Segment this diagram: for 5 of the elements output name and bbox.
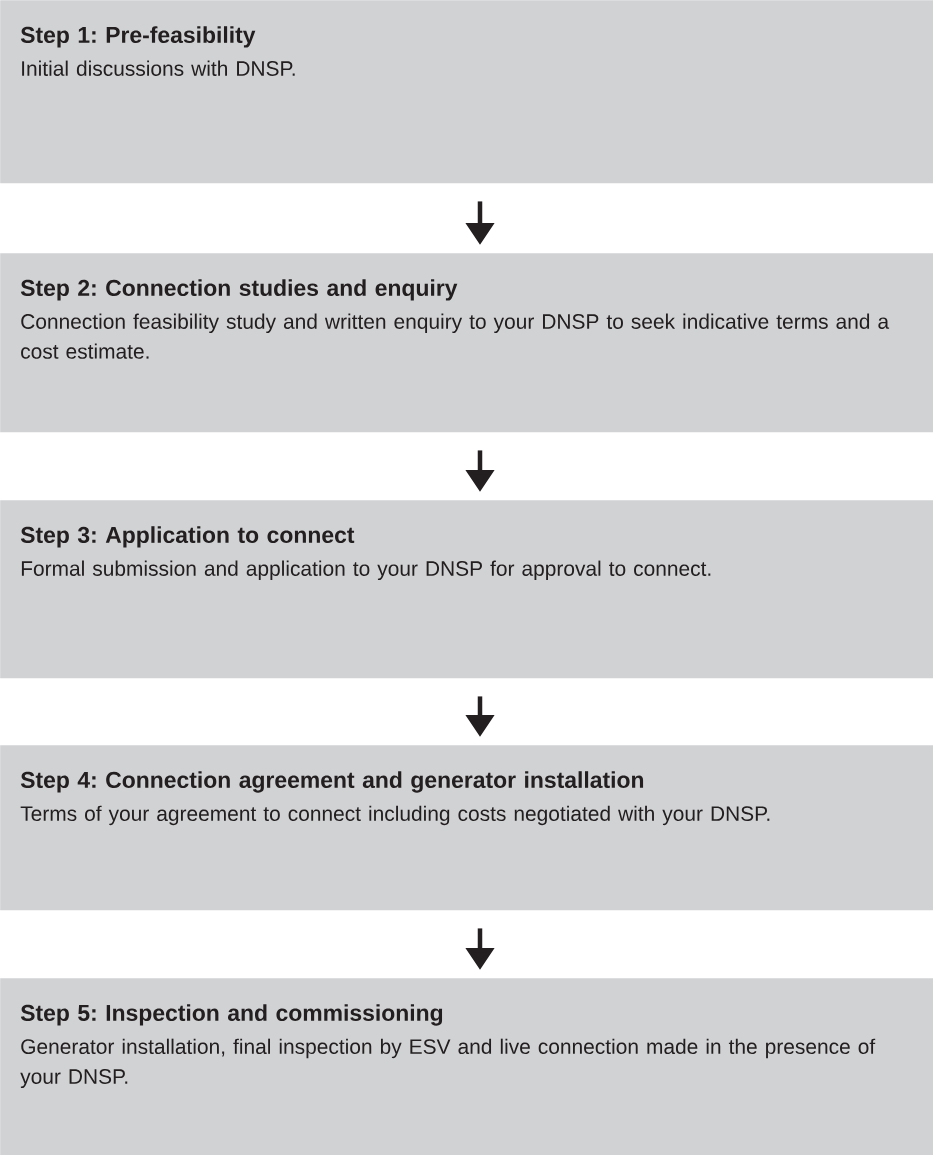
step-box: Step 3: Application to connect Formal submission and application to your DNSP for approval to connect. <box>0 500 933 679</box>
step-box: Step 4: Connection agreement and generator installation Terms of your agreement to connect including costs negotiated with your DNSP. <box>0 745 933 911</box>
step-box: Step 1: Pre-feasibility Initial discussions with DNSP. <box>0 0 933 184</box>
step-box: Step 5: Inspection and commissioning Generator installation, final inspection by ESV and live connection made in the presence of your DNSP. <box>0 978 933 1155</box>
step-box: Step 2: Connection studies and enquiry Connection feasibility study and written enquiry to your DNSP to seek indicative terms and a cost estimate. <box>0 253 933 433</box>
